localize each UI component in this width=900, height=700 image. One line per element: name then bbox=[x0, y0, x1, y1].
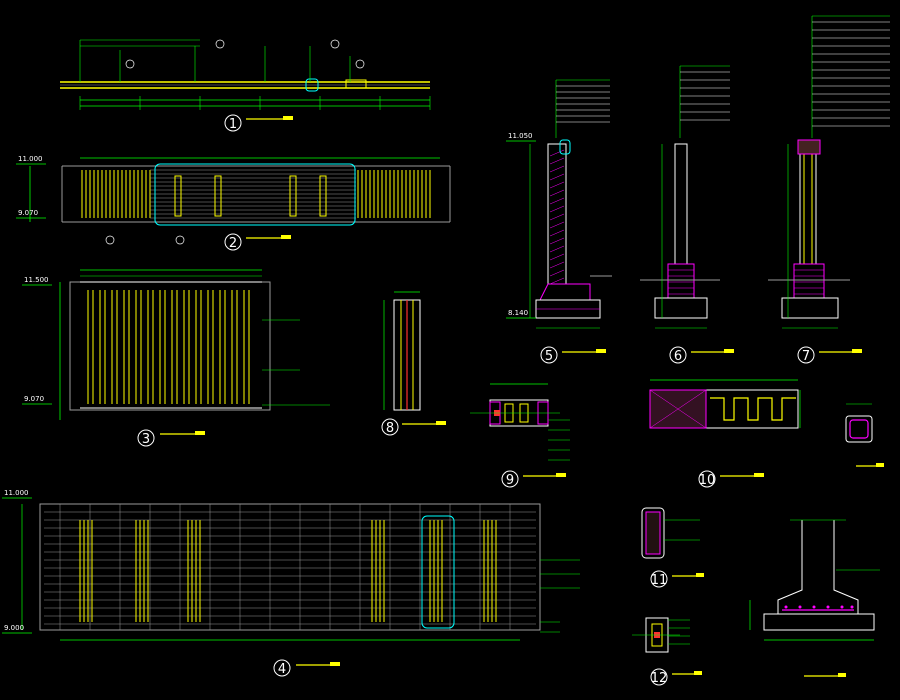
svg-text:9.070: 9.070 bbox=[24, 395, 44, 403]
detail-4-elevation: 11.000 9.000 4 bbox=[2, 489, 580, 677]
elevation-mark-11050: 11.050 bbox=[506, 132, 536, 142]
svg-text:11: 11 bbox=[651, 573, 668, 588]
drafting-line bbox=[549, 237, 565, 245]
detail-1-label: 1 bbox=[224, 114, 293, 132]
svg-text:9.070: 9.070 bbox=[18, 209, 38, 217]
svg-text:6: 6 bbox=[674, 349, 682, 364]
detail-12-section: 12 bbox=[632, 617, 702, 686]
drafting-line bbox=[549, 197, 565, 205]
drafting-line bbox=[549, 245, 565, 253]
detail-7-section: 7 bbox=[768, 15, 890, 364]
svg-text:10: 10 bbox=[699, 473, 716, 488]
drafting-line bbox=[549, 189, 565, 197]
elevation-mark-8140: 8.140 bbox=[506, 309, 536, 319]
detail-10-label: 10 bbox=[698, 470, 764, 488]
detail-4-label: 4 bbox=[273, 659, 340, 677]
svg-text:8.140: 8.140 bbox=[508, 309, 528, 317]
elevation-mark-9070-b: 9.070 bbox=[22, 395, 52, 405]
elevation-mark-11000-b: 11.000 bbox=[2, 489, 32, 499]
detail-1-plan: 1 bbox=[60, 39, 431, 132]
svg-text:9.000: 9.000 bbox=[4, 624, 24, 632]
svg-text:12: 12 bbox=[651, 671, 668, 686]
elevation-mark-9070: 9.070 bbox=[16, 209, 46, 219]
drafting-line bbox=[549, 261, 565, 269]
svg-text:4: 4 bbox=[278, 662, 286, 677]
elevation-mark-11000: 11.000 bbox=[16, 155, 46, 165]
drafting-line bbox=[549, 205, 565, 213]
detail-12-label: 12 bbox=[650, 668, 702, 686]
detail-2-elevation: 11.000 9.070 2 bbox=[16, 155, 451, 251]
svg-text:2: 2 bbox=[229, 236, 237, 251]
detail-7-label: 7 bbox=[797, 346, 862, 364]
detail-8-label: 8 bbox=[381, 418, 446, 436]
svg-text:11.000: 11.000 bbox=[18, 155, 43, 163]
svg-text:9: 9 bbox=[506, 473, 514, 488]
drafting-line bbox=[549, 221, 565, 229]
detail-6-label: 6 bbox=[669, 346, 734, 364]
svg-text:1: 1 bbox=[229, 117, 237, 132]
detail-5-label: 5 bbox=[540, 346, 606, 364]
detail-3-label: 3 bbox=[137, 429, 205, 447]
svg-text:5: 5 bbox=[545, 349, 553, 364]
footing-detail bbox=[749, 519, 880, 677]
drafting-line bbox=[549, 253, 565, 261]
detail-11-section: 11 bbox=[641, 507, 704, 588]
detail-8-post: 8 bbox=[381, 291, 446, 436]
detail-9-plan: 9 bbox=[470, 383, 570, 488]
drafting-line bbox=[549, 269, 565, 277]
detail-2-label: 2 bbox=[224, 233, 291, 251]
drafting-line bbox=[549, 165, 565, 173]
drafting-line bbox=[549, 277, 565, 285]
drafting-line bbox=[549, 181, 565, 189]
detail-11-label: 11 bbox=[650, 570, 704, 588]
elevation-mark-9000: 9.000 bbox=[2, 624, 32, 634]
svg-text:7: 7 bbox=[802, 349, 810, 364]
detail-9-label: 9 bbox=[501, 470, 566, 488]
drafting-line bbox=[549, 157, 565, 165]
detail-5-section: 11.050 8.140 5 bbox=[506, 79, 612, 364]
svg-text:11.500: 11.500 bbox=[24, 276, 49, 284]
detail-10-plan: 10 bbox=[649, 379, 801, 488]
svg-text:11.000: 11.000 bbox=[4, 489, 29, 497]
detail-6-section: 6 bbox=[640, 65, 734, 364]
detail-3-panel: 11.500 9.070 3 bbox=[22, 269, 330, 447]
tube-section-detail bbox=[845, 403, 884, 467]
drafting-line bbox=[549, 173, 565, 181]
drafting-line bbox=[549, 213, 565, 221]
drafting-line bbox=[549, 229, 565, 237]
elevation-mark-11500: 11.500 bbox=[22, 276, 52, 286]
drafting-line bbox=[549, 149, 565, 157]
svg-text:11.050: 11.050 bbox=[508, 132, 533, 140]
svg-text:8: 8 bbox=[386, 421, 394, 436]
svg-text:3: 3 bbox=[142, 432, 150, 447]
